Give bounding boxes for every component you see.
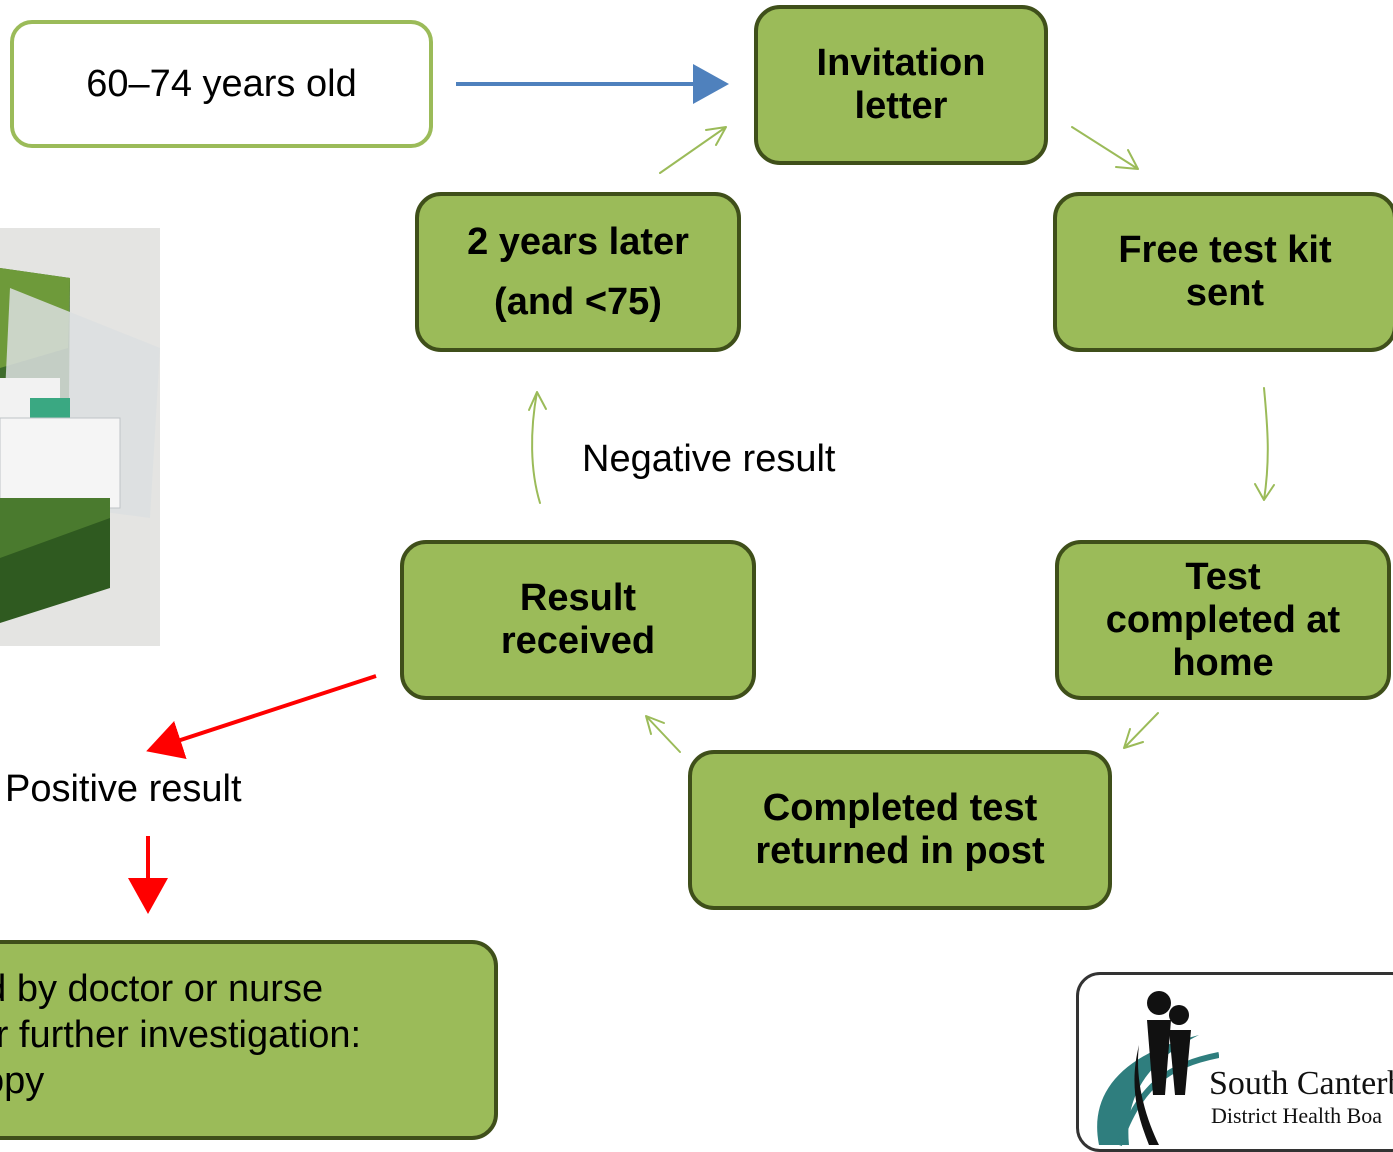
followup-line-3: copy [0,1060,45,1102]
step-test-home-text: Test completed at home [1105,555,1341,684]
test-kit-photo [0,228,160,646]
step-result-text: Result received [500,577,656,662]
step-invitation-text: Invitation letter [816,42,986,127]
step-free-test-kit: Free test kit sent [1053,192,1393,352]
age-range-text: 60–74 years old [86,62,357,105]
step-two-years-later: 2 years later (and <75) [415,192,741,352]
followup-line-1: ed by doctor or nurse [0,968,324,1010]
logo-text-line1: South Canterb [1209,1065,1393,1102]
step-test-completed-home: Test completed at home [1055,540,1391,700]
arrow-twoyears-to-invitation [659,126,727,174]
dhb-logo: South Canterb District Health Boa [1076,972,1393,1152]
arrow-returned-to-result [645,715,681,753]
age-range-box: 60–74 years old [10,20,433,148]
positive-arrow [146,674,377,760]
arrow-result-to-twoyears [528,391,547,504]
step-result-received: Result received [400,540,756,700]
positive-result-label: Positive result [5,768,242,810]
arrow-invitation-to-kit [1071,126,1139,170]
logo-text-line2: District Health Boa [1211,1103,1383,1128]
step-free-kit-text: Free test kit sent [1118,229,1332,314]
step-returned-text: Completed test returned in post [755,787,1045,872]
followup-line-2: for further investigation: [0,1014,362,1056]
followup-box: ed by doctor or nurse for further invest… [0,940,498,1140]
step-two-years-text: 2 years later (and <75) [467,221,689,323]
arrow-test-to-returned [1123,712,1159,749]
step-returned-in-post: Completed test returned in post [688,750,1112,910]
step-invitation-letter: Invitation letter [754,5,1048,165]
negative-result-label: Negative result [582,438,836,480]
arrow-kit-to-test [1254,387,1275,501]
